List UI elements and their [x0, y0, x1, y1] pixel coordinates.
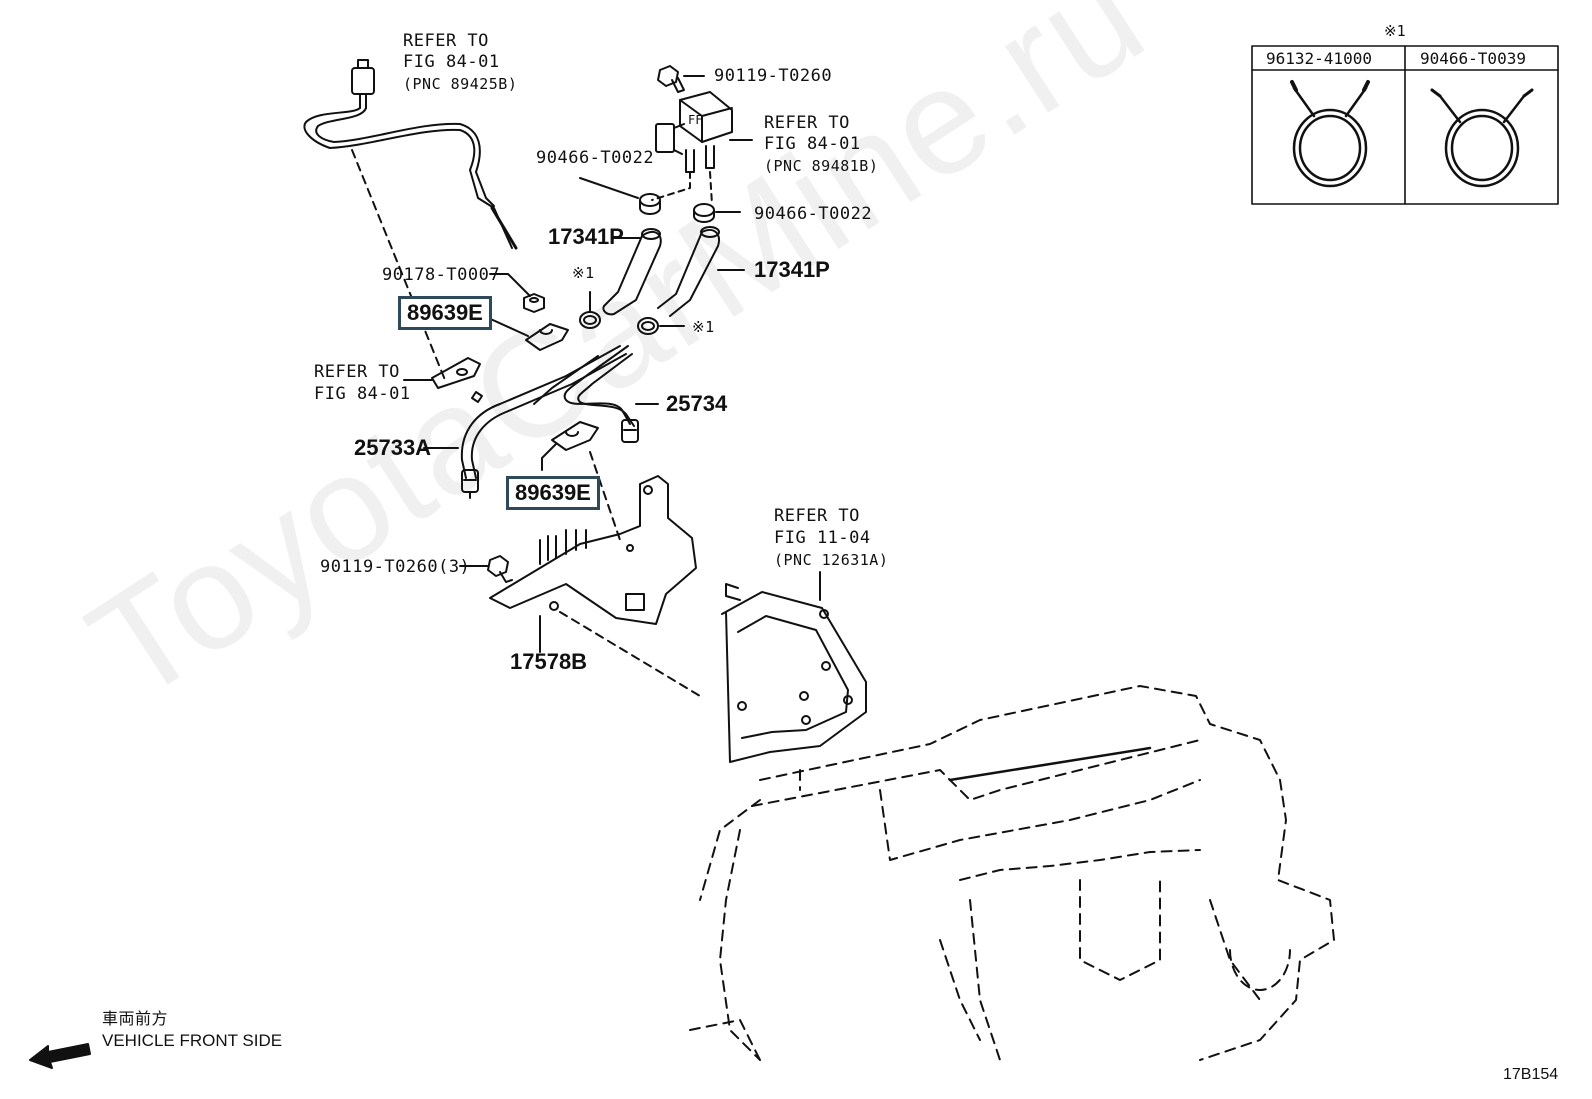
front-arrow-icon [29, 1043, 91, 1069]
part-nut[interactable]: 90178-T0007 [382, 265, 501, 285]
ref-bracket-fig: FIG 84-01 [314, 384, 411, 404]
bolt-qty-icon [487, 555, 513, 583]
part-clip-upper-highlight[interactable]: 89639E [398, 296, 492, 330]
spring-clamp-right-icon [637, 317, 659, 335]
clamp-small-left-icon [639, 193, 661, 215]
part-bracket[interactable]: 17578B [510, 649, 588, 674]
spring-clamp-left-icon [579, 291, 601, 329]
clip-ring-96132-icon [1290, 80, 1370, 188]
ref-sensor-pnc: (PNC 89425B) [403, 75, 518, 93]
part-hose-left[interactable]: 17341P [548, 224, 624, 249]
ref-engine-fig: FIG 11-04 [774, 528, 871, 548]
part-clamp-left[interactable]: 90466-T0022 [536, 148, 655, 168]
ref-switch-pnc: (PNC 89481B) [764, 157, 879, 175]
pipe-right-icon [563, 345, 639, 443]
exhaust-temp-sensor [303, 59, 518, 250]
note-table-frame [1251, 45, 1559, 205]
engine-edge-line [948, 746, 1152, 782]
clip-upper-icon [525, 323, 569, 351]
vehicle-front-jp: 車両前方 [102, 1011, 169, 1028]
ref-sensor-label: REFER TO [403, 31, 489, 51]
part-bolt-top[interactable]: 90119-T0260 [714, 66, 833, 86]
hose-right-icon [657, 226, 720, 317]
svg-text:FF: FF [688, 113, 702, 127]
nut-icon [523, 293, 545, 313]
ref-sensor-fig: FIG 84-01 [403, 52, 500, 72]
bracket-17578b-icon [489, 475, 697, 625]
note-table-header-1[interactable]: 96132-41000 [1266, 49, 1372, 68]
ref-switch-label: REFER TO [764, 113, 850, 133]
clip-lower-icon [551, 421, 599, 451]
note-table-header-2[interactable]: 90466-T0039 [1420, 49, 1526, 68]
clamp-small-right-icon [693, 203, 715, 223]
pipe-left-icon [460, 345, 627, 499]
part-hose-right[interactable]: 17341P [754, 257, 830, 282]
part-pipe-left[interactable]: 25733A [354, 435, 432, 460]
engine-outline [689, 685, 1335, 1061]
part-pipe-right[interactable]: 25734 [666, 391, 728, 416]
part-clamp-right[interactable]: 90466-T0022 [754, 204, 873, 224]
ref-engine-label: REFER TO [774, 506, 860, 526]
note-mark-left: ※1 [572, 264, 595, 282]
hose-left-icon [602, 228, 662, 316]
figure-code: 17B154 [1503, 1066, 1559, 1083]
engine-bracket-icon [721, 583, 867, 763]
clip-ring-90466-icon [1430, 88, 1534, 188]
ref-bracket-label: REFER TO [314, 362, 400, 382]
note-mark-right: ※1 [692, 318, 715, 336]
note-table-mark: ※1 [1384, 22, 1406, 40]
leader-sensor-dashed [351, 149, 446, 381]
part-bolt-qty[interactable]: 90119-T0260(3) [320, 557, 471, 577]
pressure-sensor-icon: FF [655, 91, 733, 173]
ref-engine-pnc: (PNC 12631A) [774, 551, 889, 569]
bolt-top-icon [657, 65, 685, 93]
sensor-bracket-icon [431, 357, 481, 389]
part-clip-lower-highlight[interactable]: 89639E [506, 476, 600, 510]
vehicle-front-en: VEHICLE FRONT SIDE [102, 1031, 283, 1050]
ref-switch-fig: FIG 84-01 [764, 134, 861, 154]
